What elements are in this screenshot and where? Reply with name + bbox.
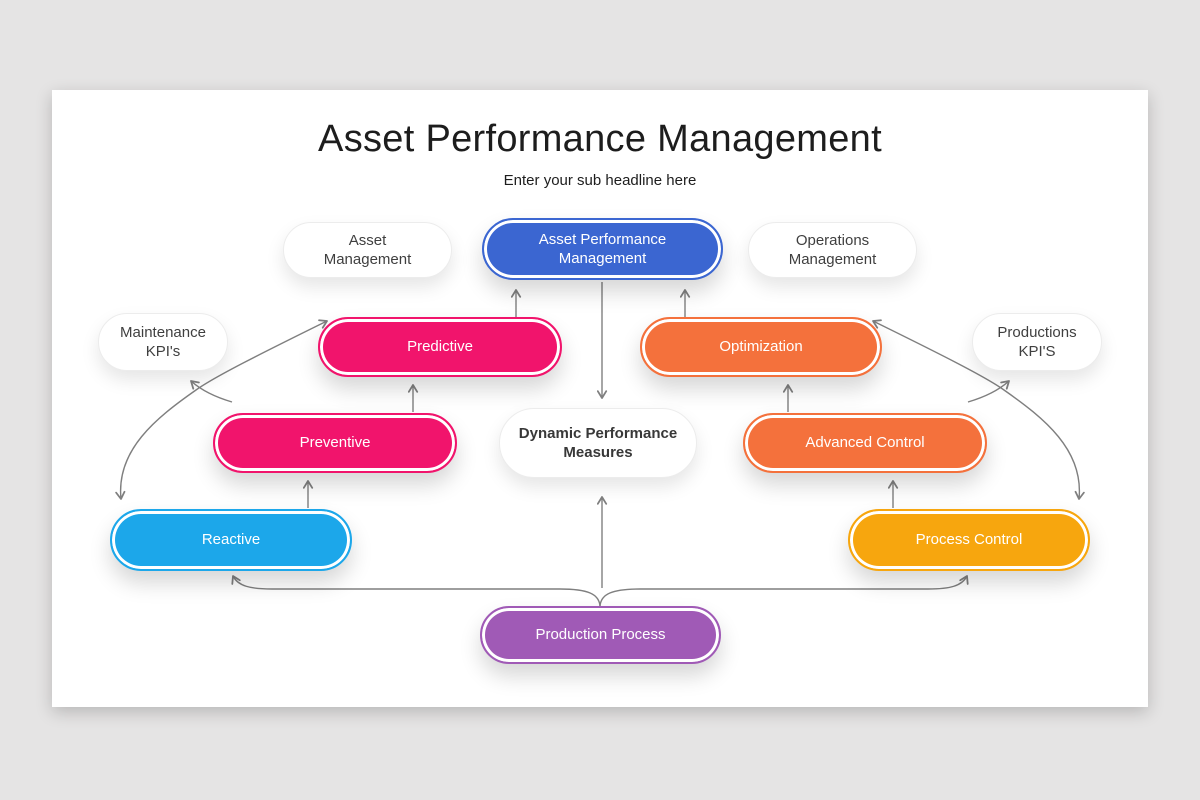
node-maintenance-kpis: Maintenance KPI's [98, 313, 228, 371]
node-advanced-control-label: Advanced Control [805, 434, 925, 452]
slide-title: Asset Performance Management [318, 118, 882, 160]
node-productions-kpis-label: Productions KPI'S [997, 323, 1077, 361]
node-asset-management: Asset Management [283, 222, 452, 278]
node-operations-management-label: Operations Management [788, 231, 877, 269]
node-process-control: Process Control [848, 509, 1090, 571]
node-dynamic-performance-measures: Dynamic Performance Measures [499, 408, 697, 478]
node-predictive: Predictive [318, 317, 562, 377]
node-advanced-control: Advanced Control [743, 413, 987, 473]
node-production-process: Production Process [480, 606, 721, 664]
node-asset-management-label: Asset Management [323, 231, 412, 269]
node-asset-performance-management-label: Asset Performance Management [538, 230, 667, 268]
arrow-to-maintenance-kpis [190, 380, 233, 403]
node-preventive-label: Preventive [299, 434, 371, 452]
node-optimization-label: Optimization [719, 338, 803, 356]
connector-optimization-process-control [872, 319, 1085, 500]
node-asset-performance-management: Asset Performance Management [482, 218, 723, 280]
slide-subtitle: Enter your sub headline here [503, 172, 697, 189]
node-process-control-label: Process Control [915, 531, 1023, 549]
node-dynamic-performance-measures-label: Dynamic Performance Measures [518, 424, 678, 462]
node-operations-management: Operations Management [748, 222, 917, 278]
node-productions-kpis: Productions KPI'S [972, 313, 1102, 371]
node-preventive: Preventive [213, 413, 457, 473]
node-reactive: Reactive [110, 509, 352, 571]
node-optimization: Optimization [640, 317, 882, 377]
connector-predictive-reactive [115, 319, 328, 500]
node-production-process-label: Production Process [535, 626, 666, 644]
arrow-to-productions-kpis [967, 380, 1010, 403]
connector-right-to-production-process [599, 575, 969, 607]
node-predictive-label: Predictive [407, 338, 473, 356]
node-reactive-label: Reactive [201, 531, 261, 549]
node-maintenance-kpis-label: Maintenance KPI's [120, 323, 206, 361]
connector-left-to-production-process [231, 575, 601, 607]
